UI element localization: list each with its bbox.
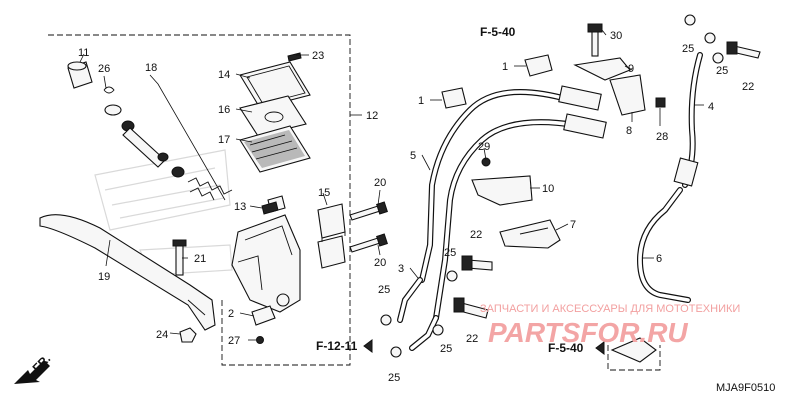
- callout-26: 26: [98, 63, 110, 75]
- callout-22a: 22: [742, 81, 754, 93]
- callout-24: 24: [156, 329, 168, 341]
- callout-11: 11: [78, 47, 89, 59]
- brake-pipe-6: [636, 187, 691, 303]
- callout-25e: 25: [440, 343, 452, 355]
- callout-25c: 25: [444, 247, 456, 259]
- hose-end-fittings: [558, 57, 631, 139]
- bracket-8: [609, 74, 646, 116]
- watermark: ЗАПЧАСТИ И АКСЕССУАРЫ ДЛЯ МОТОТЕХНИКИ PA…: [480, 303, 740, 348]
- callout-9: 9: [628, 63, 634, 75]
- callout-numbers: 1 1 2 3 4 5 6 7 8 9 10 11 12 13 14 15 16…: [78, 30, 754, 384]
- callout-7: 7: [570, 219, 576, 231]
- holder-15: [317, 203, 346, 269]
- brake-lever-19: [39, 214, 216, 331]
- piston-kit-18: [67, 61, 233, 201]
- callout-19: 19: [98, 271, 110, 283]
- callout-25a: 25: [682, 43, 694, 55]
- screw-23: [287, 52, 302, 62]
- callout-28: 28: [656, 131, 668, 143]
- callout-12: 12: [366, 110, 378, 122]
- callout-1a: 1: [502, 61, 508, 73]
- callout-8: 8: [626, 125, 632, 137]
- callout-25b: 25: [716, 65, 728, 77]
- brake-hose-3: [397, 277, 439, 351]
- reference-f-5-40-top: F-5-40: [480, 25, 516, 39]
- callout-22c: 22: [466, 333, 478, 345]
- callout-5: 5: [410, 150, 416, 162]
- reference-f-5-40-bottom: F-5-40: [548, 341, 584, 355]
- callout-30: 30: [610, 30, 622, 42]
- diaphragm-plate-16: [239, 95, 307, 137]
- pivot-bolt-21: [172, 239, 187, 276]
- callout-13: 13: [234, 201, 246, 213]
- watermark-logo: PARTSFOR.RU: [488, 317, 688, 348]
- reference-f-12-11: F-12-11: [316, 339, 358, 353]
- clamp-1b: [441, 87, 467, 109]
- callout-18: 18: [145, 62, 157, 74]
- clamp-1a: [524, 54, 553, 77]
- background-ghost-sketch: [94, 149, 233, 276]
- front-arrow-icon: FR.: [14, 352, 53, 384]
- stay-7: [499, 219, 561, 249]
- leader-lines: [79, 29, 704, 341]
- stop-switch-2: [251, 305, 276, 326]
- diagram-code: MJA9F0510: [716, 382, 775, 394]
- callout-10: 10: [542, 183, 554, 195]
- callout-20a: 20: [374, 177, 386, 189]
- screw-27: [256, 336, 264, 344]
- callout-16: 16: [218, 104, 230, 116]
- callout-17: 17: [218, 134, 230, 146]
- callout-29: 29: [478, 141, 490, 153]
- callout-22b: 22: [470, 229, 482, 241]
- callout-25f: 25: [388, 372, 400, 384]
- screw-13: [261, 201, 279, 215]
- callout-14: 14: [218, 69, 230, 81]
- callout-27: 27: [228, 335, 240, 347]
- abs-bracket-fragment: [607, 337, 661, 371]
- washers-25: [380, 14, 724, 358]
- callout-25d: 25: [378, 284, 390, 296]
- callout-2: 2: [228, 308, 234, 320]
- callout-4: 4: [708, 101, 714, 113]
- brake-hose-5: [419, 89, 578, 321]
- callout-6: 6: [656, 253, 662, 265]
- banjo-bolts-22: [453, 41, 761, 319]
- nut-24: [179, 327, 197, 343]
- callout-21: 21: [194, 253, 206, 265]
- diaphragm-17: [239, 125, 311, 173]
- callout-23: 23: [312, 50, 324, 62]
- callout-1b: 1: [418, 95, 424, 107]
- watermark-tagline: ЗАПЧАСТИ И АКСЕССУАРЫ ДЛЯ МОТОТЕХНИКИ: [480, 303, 740, 315]
- callout-3: 3: [398, 263, 404, 275]
- holder-bolts-20: [349, 201, 388, 253]
- stay-10: [471, 157, 533, 206]
- reservoir-cap-14: [239, 61, 311, 109]
- brake-hose-4: [673, 52, 703, 188]
- callout-15: 15: [318, 187, 330, 199]
- assembly-bracket-12: [48, 34, 351, 366]
- bolt-28: [655, 97, 666, 108]
- bolt-30: [587, 23, 603, 57]
- callout-20b: 20: [374, 257, 386, 269]
